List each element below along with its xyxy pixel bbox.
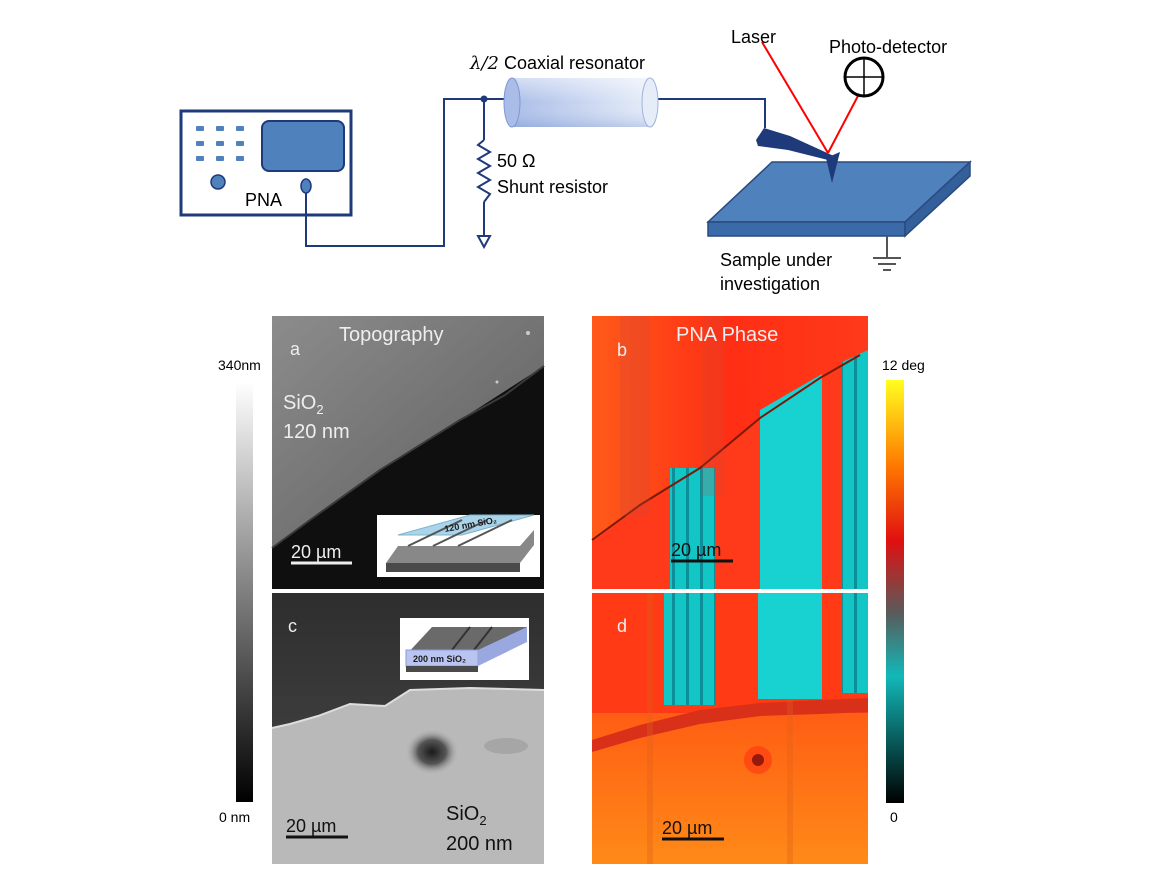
pna-label: PNA [245,190,282,210]
afm-cantilever [756,128,840,183]
sample-label-line1: Sample under [720,250,832,270]
topography-title: Topography [339,324,444,346]
shunt-resistor-symbol [476,139,492,203]
ground-symbol-icon [873,236,901,271]
height-min-label: 0 nm [219,809,250,825]
pna-keypad [196,126,244,161]
laser-beam [761,41,860,154]
panel-d-phase [592,593,868,864]
coax-wiring [305,98,766,247]
pna-instrument: PNA [179,109,353,217]
coaxial-resonator [503,77,659,128]
junction-dot [480,95,488,103]
panel-b-scalebar-label: 20 µm [671,540,721,560]
resistor-value: 50 Ω [497,151,535,171]
photodetector-icon [843,56,885,98]
panel-a-scalebar-label: 20 µm [291,542,341,562]
laser-label: Laser [731,27,776,47]
pna-knob [210,174,226,190]
panel-c-thickness: 200 nm [446,833,513,855]
panel-c-scalebar-label: 20 µm [286,816,336,836]
panel-c-material: SiO2 [446,803,487,828]
height-colorbar: 340nm 0 nm [218,357,261,825]
pna-port [300,178,312,194]
panel-a-inset: 120 nm SiO₂ [377,514,540,577]
panel-a-material: SiO2 [283,392,324,417]
phase-title: PNA Phase [676,324,778,346]
panel-d-letter: d [617,616,627,636]
phase-colorbar: 12 deg 0 [882,357,925,825]
detector-label: Photo-detector [829,37,947,57]
sample-stage [706,160,972,238]
panel-d-scalebar-label: 20 µm [662,818,712,838]
sample-label-line2: investigation [720,274,820,294]
resistor-label: Shunt resistor [497,177,608,197]
panel-b-phase [591,316,868,589]
panel-c-inset: 200 nm SiO₂ [400,618,529,680]
resonator-label: λ/2 Coaxial resonator [469,53,645,74]
panel-c-inset-label: 200 nm SiO₂ [413,654,466,664]
panel-a-letter: a [290,339,301,359]
ground-arrow-icon [476,235,492,250]
height-max-label: 340nm [218,357,261,373]
panel-c-letter: c [288,616,297,636]
phase-min-label: 0 [890,809,898,825]
phase-max-label: 12 deg [882,357,925,373]
pna-screen [261,120,345,172]
panel-b-letter: b [617,340,627,360]
panel-a-thickness: 120 nm [283,421,350,443]
